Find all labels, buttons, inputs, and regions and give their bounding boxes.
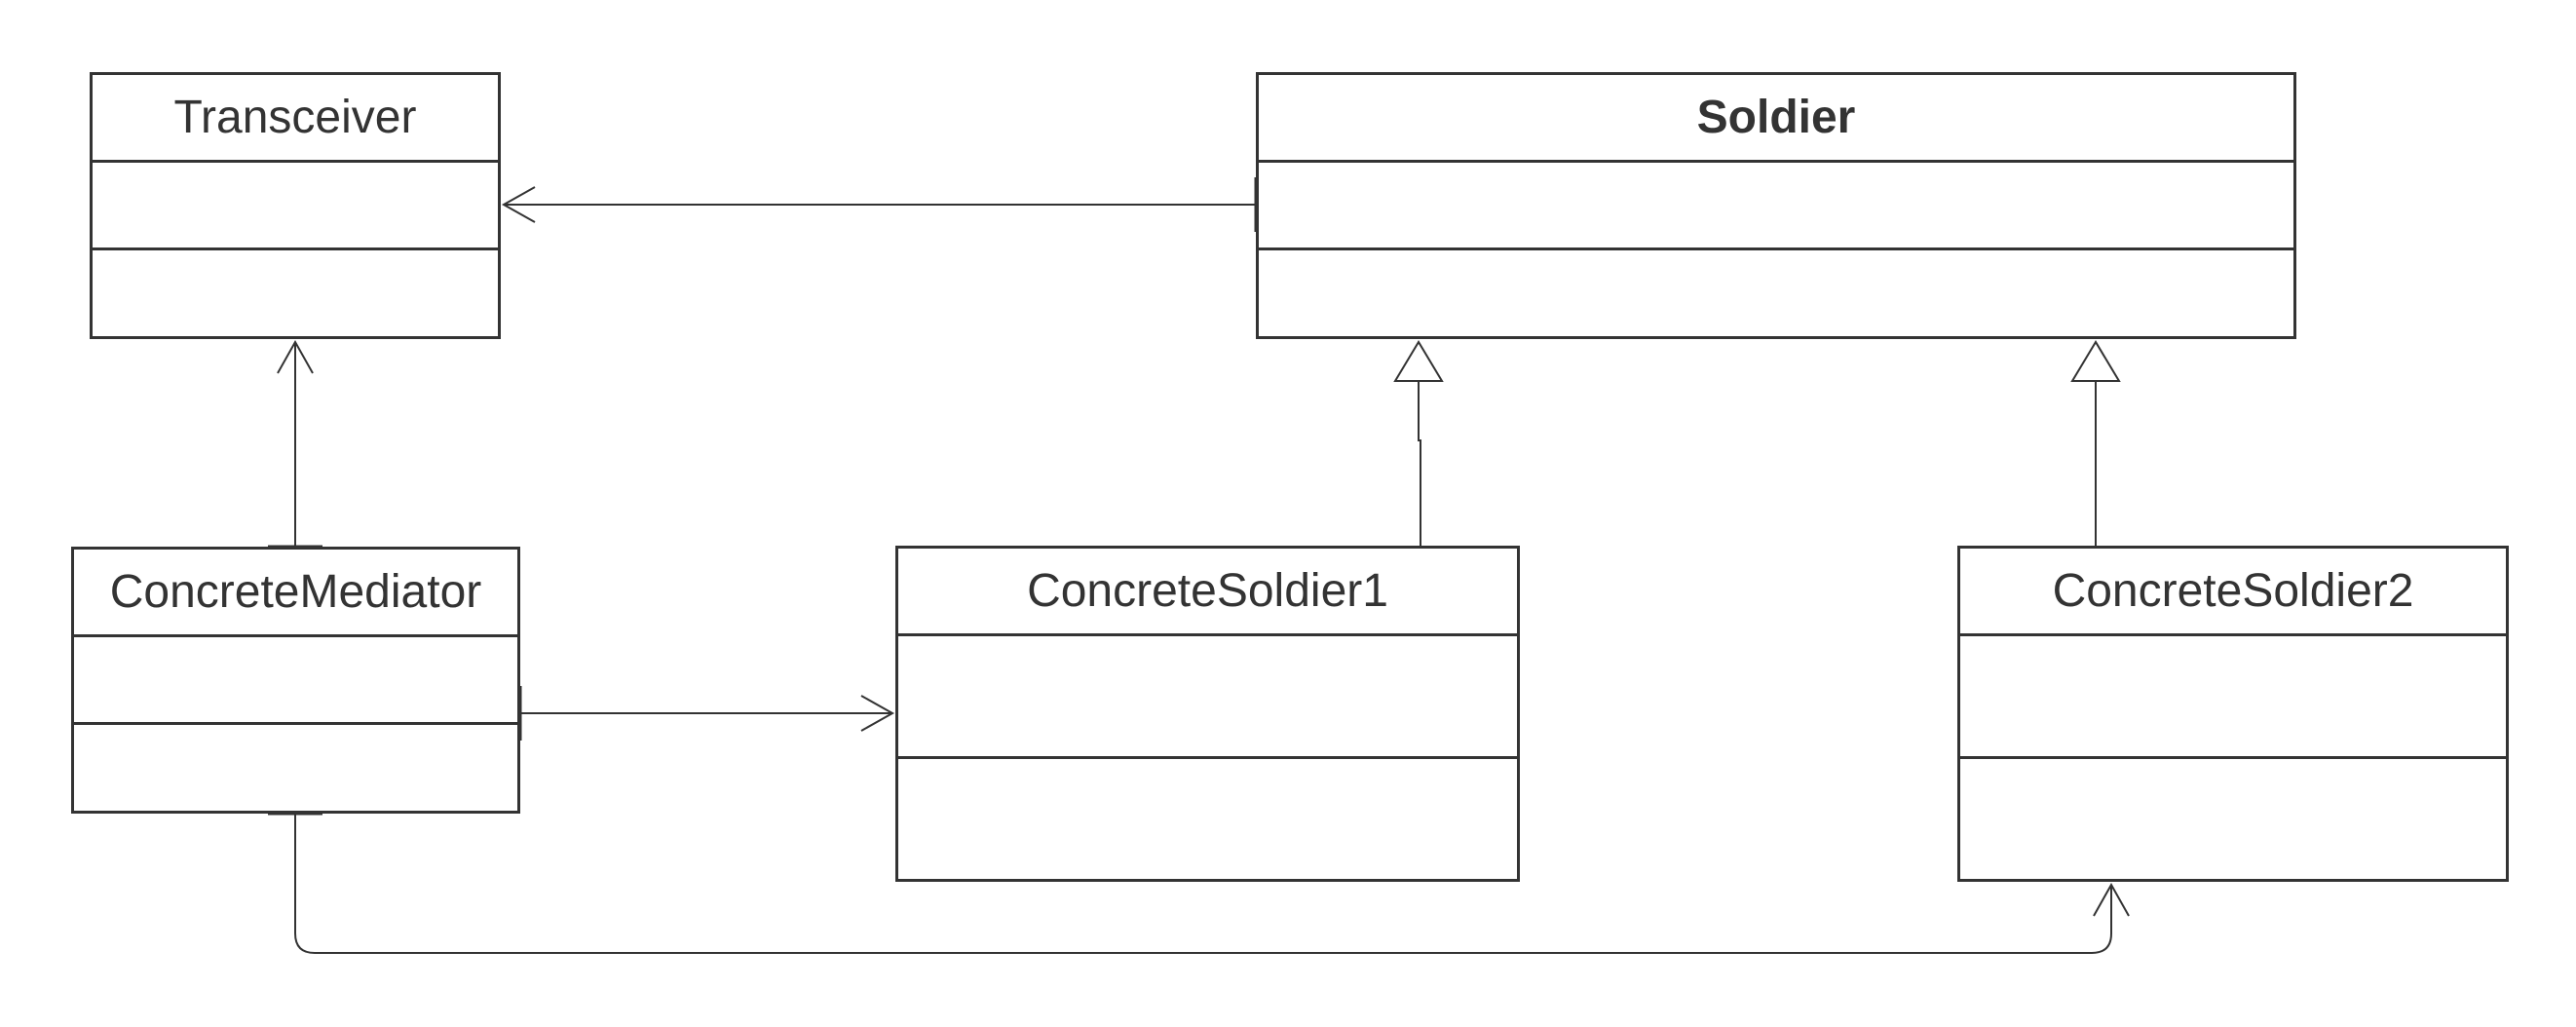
generalization-soldier2-soldier [2070,340,2121,546]
class-name: ConcreteMediator [74,550,517,637]
class-name: ConcreteSoldier2 [1960,549,2506,636]
association-soldier-transceiver [501,177,1258,232]
class-concrete-soldier2[interactable]: ConcreteSoldier2 [1957,546,2509,882]
class-transceiver[interactable]: Transceiver [90,72,501,339]
class-concrete-mediator[interactable]: ConcreteMediator [71,547,520,814]
association-mediator-soldier2 [268,812,2130,954]
class-name: Transceiver [93,75,498,163]
attributes-compartment [93,163,498,250]
attributes-compartment [1960,636,2506,759]
attributes-compartment [898,636,1517,759]
class-soldier[interactable]: Soldier [1256,72,2296,339]
class-name: Soldier [1259,75,2293,163]
class-name: ConcreteSoldier1 [898,549,1517,636]
attributes-compartment [1259,163,2293,250]
class-concrete-soldier1[interactable]: ConcreteSoldier1 [895,546,1520,882]
generalization-soldier1-soldier [1393,340,1444,546]
attributes-compartment [74,637,517,725]
association-mediator-soldier1 [518,686,895,741]
association-mediator-transceiver [268,339,322,549]
